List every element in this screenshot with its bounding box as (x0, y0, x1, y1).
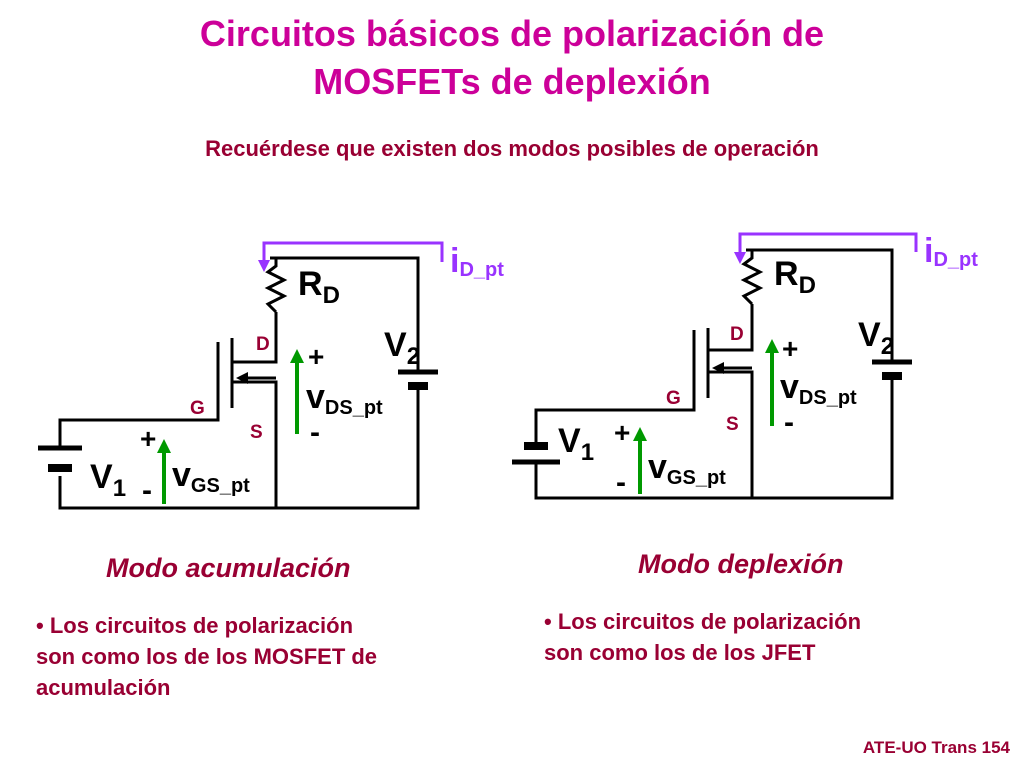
right-drain-label: D (730, 324, 744, 345)
right-resistor-rd (740, 250, 764, 306)
left-vgs-minus: - (142, 474, 152, 507)
slide-footer: ATE-UO Trans 154 (862, 738, 1010, 757)
right-desc-line-1: Los circuitos de polarización (557, 609, 862, 634)
right-bullet-symbol: • (544, 609, 552, 634)
right-rd-label: RD (774, 255, 816, 299)
left-desc-line-2: son como los de los MOSFET de (36, 644, 378, 669)
left-wire-v2-bottom (58, 386, 420, 510)
left-mode-title: Modo acumulación (106, 553, 351, 583)
right-mode-description: • Los circuitos de polarización son como… (544, 606, 861, 668)
left-id-label: iD_pt (450, 242, 504, 281)
title-line-1: Circuitos básicos de polarización de (199, 13, 825, 54)
left-vds-minus: - (310, 416, 320, 449)
left-wire-drain (232, 312, 278, 364)
subtitle: Recuérdese que existen dos modos posible… (205, 136, 819, 161)
right-id-arrow (734, 232, 918, 264)
right-mode-title: Modo deplexión (638, 549, 844, 579)
left-drain-label: D (256, 334, 270, 355)
left-gate-label: G (190, 398, 205, 419)
left-vgs-label: vGS_pt (172, 456, 250, 497)
page-title: Circuitos básicos de polarización de MOS… (0, 10, 1024, 106)
right-wire-top (746, 248, 894, 362)
left-vgs-plus: + (140, 423, 156, 454)
right-vgs-plus: + (614, 417, 630, 448)
left-v2-label: V2 (384, 326, 420, 370)
right-vds-label: vDS_pt (780, 368, 857, 409)
right-v1-label: V1 (558, 422, 594, 466)
right-source-label: S (726, 414, 739, 435)
right-desc-line-2: son como los de los JFET (544, 640, 816, 665)
left-resistor-rd (264, 258, 288, 314)
right-vds-minus: - (784, 406, 794, 439)
left-vds-plus: + (308, 341, 324, 372)
left-id-arrow (258, 241, 444, 272)
left-v1-label: V1 (90, 458, 126, 502)
title-line-2: MOSFETs de deplexión (313, 61, 711, 102)
right-v2-label: V2 (858, 316, 894, 360)
right-vgs-label: vGS_pt (648, 448, 726, 489)
left-bullet-symbol: • (36, 613, 44, 638)
left-circuit: RD V2 V1 iD_pt vDS_pt + - vGS_pt + - D G… (38, 241, 504, 510)
right-id-label: iD_pt (924, 232, 978, 271)
right-wire-drain (708, 304, 754, 352)
right-wire-v2-bottom (534, 376, 894, 500)
left-wire-top (270, 256, 420, 372)
right-vds-plus: + (782, 333, 798, 364)
right-vgs-minus: - (616, 466, 626, 499)
left-mode-description: • Los circuitos de polarización son como… (36, 610, 377, 703)
left-desc-line-3: acumulación (36, 675, 171, 700)
right-gate-label: G (666, 388, 681, 409)
left-vds-label: vDS_pt (306, 378, 383, 419)
right-circuit: RD V2 V1 iD_pt vDS_pt + - vGS_pt + - D G… (512, 232, 978, 500)
left-desc-line-1: Los circuitos de polarización (49, 613, 354, 638)
left-source-label: S (250, 422, 263, 443)
left-rd-label: RD (298, 265, 340, 309)
